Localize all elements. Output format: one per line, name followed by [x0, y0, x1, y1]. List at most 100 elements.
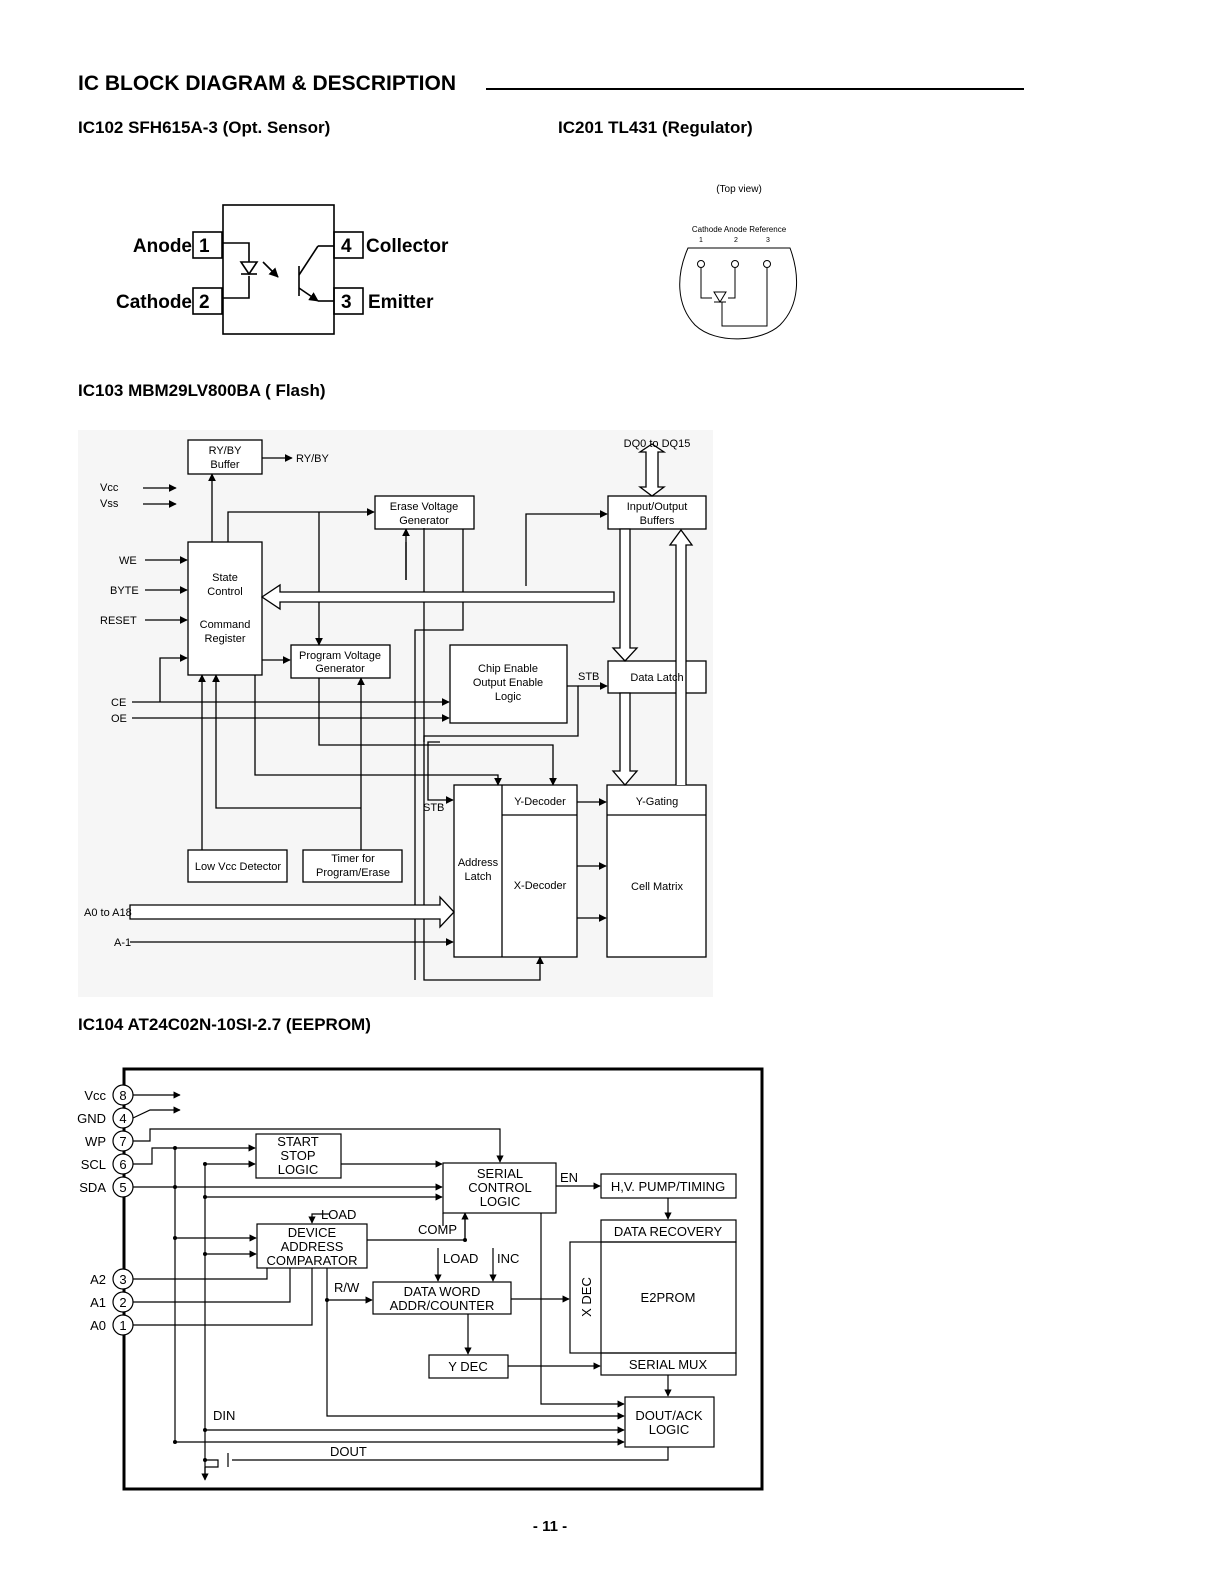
addr-label-1: Address [458, 857, 499, 869]
comp-label: COMP [418, 1222, 457, 1237]
datarecovery-label: DATA RECOVERY [614, 1224, 723, 1239]
vss-label: Vss [100, 498, 119, 510]
byte-label: BYTE [110, 585, 139, 597]
dout-label: DOUT [330, 1444, 367, 1459]
ic102-heading: IC102 SFH615A-3 (Opt. Sensor) [78, 118, 331, 137]
rybuf-label-1: RY/BY [209, 445, 242, 457]
serial-label-2: CONTROL [468, 1180, 532, 1195]
chip-label-3: Logic [495, 691, 522, 703]
dev-label-3: COMPARATOR [266, 1253, 357, 1268]
ic102-pin4: 4 [341, 236, 352, 257]
io-label-1: Input/Output [627, 501, 688, 513]
inc-label: INC [497, 1251, 519, 1266]
rybuf-box [187, 439, 263, 475]
ic102-pin2-box [192, 287, 223, 315]
ic104-pin-number: 2 [119, 1295, 126, 1310]
ic102-pin1-box [192, 231, 223, 259]
ic102-anode-label: Anode [133, 236, 192, 257]
ic104-pin-name: A1 [90, 1295, 106, 1310]
ic104-pin-name: A2 [90, 1272, 106, 1287]
ic201-top-view: (Top view) [716, 184, 762, 195]
ic201-p2: 2 [734, 237, 738, 244]
ydecoder-label: Y-Decoder [514, 796, 566, 808]
addr-decoder-box [453, 784, 578, 958]
load2-label: LOAD [443, 1251, 478, 1266]
ic102-pin3: 3 [341, 292, 352, 313]
page-number: - 11 - [532, 1518, 568, 1535]
page-title: IC BLOCK DIAGRAM & DESCRIPTION [78, 72, 456, 95]
dataword-box [372, 1281, 512, 1315]
dataword-label-1: DATA WORD [404, 1284, 481, 1299]
shunt-diode-icon [713, 291, 727, 303]
stb2-label: STB [423, 802, 444, 814]
ic104-pin-number: 3 [119, 1272, 126, 1287]
io-box [607, 495, 707, 530]
serialctl-box [442, 1162, 557, 1214]
ry-output: RY/BY [296, 453, 329, 465]
din-label: DIN [213, 1408, 235, 1423]
ic104-pin-number: 6 [119, 1157, 126, 1172]
start-label-2: STOP [280, 1148, 315, 1163]
datalatch-box [607, 660, 707, 694]
chip-label-1: Chip Enable [478, 663, 538, 675]
timer-label-2: Program/Erase [316, 867, 390, 879]
doutack-label-1: DOUT/ACK [635, 1408, 703, 1423]
ic103-diagram: RY/BY Buffer RY/BY Vcc Vss WE BYTE RESET… [78, 430, 713, 997]
we-label: WE [119, 555, 137, 567]
chip-label-2: Output Enable [473, 677, 543, 689]
chip-box [449, 644, 568, 724]
ydec-label: Y DEC [448, 1359, 488, 1374]
addr-label-2: Latch [465, 871, 492, 883]
load-label: LOAD [321, 1207, 356, 1222]
dataword-label-2: ADDR/COUNTER [390, 1298, 495, 1313]
doutack-label-2: LOGIC [649, 1422, 689, 1437]
ic102-collector-label: Collector [366, 236, 449, 257]
ic102-diagram [192, 204, 364, 335]
cell-box [606, 784, 707, 958]
lowvcc-box [187, 849, 288, 883]
erase-label-2: Generator [399, 515, 449, 527]
erase-box [374, 495, 475, 530]
start-label-1: START [277, 1134, 318, 1149]
serial-label-1: SERIAL [477, 1166, 523, 1181]
ic102-emitter-label: Emitter [368, 292, 434, 313]
ic201-p1: 1 [699, 237, 703, 244]
prog-box [290, 644, 391, 679]
ic104-pin-name: Vcc [84, 1088, 106, 1103]
dev-label-2: ADDRESS [281, 1239, 344, 1254]
a-1-label: A-1 [114, 937, 131, 949]
serialmux-label: SERIAL MUX [629, 1357, 708, 1372]
ic104-pin-name: SDA [79, 1180, 106, 1195]
erase-label-1: Erase Voltage [390, 501, 459, 513]
ic104-pin-name: WP [85, 1134, 106, 1149]
ic104-pin-name: SCL [81, 1157, 106, 1172]
hv-label: H,V. PUMP/TIMING [611, 1179, 725, 1194]
ygating-label: Y-Gating [636, 796, 678, 808]
rw-label: R/W [334, 1280, 360, 1295]
light-arrow-icon [262, 261, 279, 278]
vcc-label: Vcc [100, 482, 119, 494]
ic201-anode-wire [728, 268, 736, 299]
ic102-package [222, 204, 335, 335]
ic104-pin-number: 5 [119, 1180, 126, 1195]
oe-label: OE [111, 713, 127, 725]
ic104-pin-number: 7 [119, 1134, 126, 1149]
ic102-pin1: 1 [199, 236, 210, 257]
ic201-heading: IC201 TL431 (Regulator) [558, 118, 753, 137]
stb-label: STB [578, 671, 599, 683]
phototransistor-icon [298, 245, 334, 302]
ic104-pin-number: 1 [119, 1318, 126, 1333]
ic201-cathode-wire [700, 268, 712, 299]
lowvcc-label: Low Vcc Detector [195, 861, 282, 873]
state-label-4: Register [205, 633, 246, 645]
state-box [187, 541, 263, 676]
rybuf-label-2: Buffer [210, 459, 239, 471]
io-label-2: Buffers [640, 515, 675, 527]
e2prom-label: E2PROM [641, 1290, 696, 1305]
ic102-cathode-label: Cathode [116, 292, 192, 313]
ic201-p3: 3 [766, 237, 770, 244]
ic201-ref-wire [721, 268, 768, 327]
serial-label-3: LOGIC [480, 1194, 520, 1209]
ic104-pin-name: GND [77, 1111, 106, 1126]
